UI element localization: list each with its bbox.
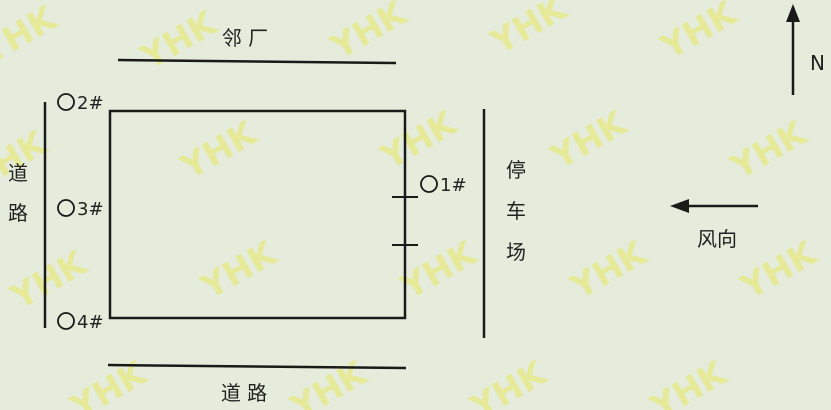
watermark-text: YHK — [134, 3, 225, 79]
left-road-label-1: 道 — [8, 161, 28, 185]
watermark-text: YHK — [284, 353, 375, 410]
north-arrow-head-icon — [786, 4, 800, 22]
neighbor-factory-label: 邻 厂 — [222, 26, 268, 50]
monitoring-point-marker — [57, 93, 75, 111]
watermark-text: YHK — [0, 0, 65, 73]
monitoring-point-label: 1# — [440, 175, 467, 196]
monitoring-point-3: 3# — [57, 199, 104, 220]
parking-label-1: 停 — [506, 158, 526, 182]
watermark-text: YHK — [644, 353, 735, 410]
wind-direction-indicator: 风向 — [670, 199, 758, 251]
watermark-text: YHK — [374, 103, 465, 179]
watermark-text: YHK — [174, 113, 265, 189]
watermark-text: YHK — [394, 233, 485, 309]
watermark-text: YHK — [194, 233, 285, 309]
wind-direction-label: 风向 — [697, 227, 737, 251]
monitoring-point-marker — [57, 199, 75, 217]
watermark-text: YHK — [724, 113, 815, 189]
bottom-road-label: 道 路 — [221, 381, 267, 405]
neighbor-factory-boundary — [117, 58, 397, 65]
watermark-text: YHK — [464, 353, 555, 410]
monitoring-point-label: 4# — [77, 312, 104, 333]
watermark-text: YHK — [654, 0, 745, 68]
bottom-road-line — [107, 363, 407, 370]
wind-arrow-head-icon — [670, 199, 689, 213]
north-label: N — [810, 51, 825, 75]
watermark-text: YHK — [564, 233, 655, 309]
site-boundary — [108, 109, 407, 320]
monitoring-point-2: 2# — [57, 93, 104, 114]
watermark-text: YHK — [4, 243, 95, 319]
left-road-label-2: 路 — [8, 201, 28, 225]
monitoring-point-label: 2# — [77, 93, 104, 114]
monitoring-point-marker — [57, 312, 75, 330]
monitoring-point-marker — [420, 175, 438, 193]
monitoring-point-4: 4# — [57, 312, 104, 333]
watermark-text: YHK — [734, 233, 825, 309]
north-arrow: N — [786, 4, 825, 95]
parking-label-2: 车 — [506, 199, 526, 223]
watermark-text: YHK — [544, 103, 635, 179]
monitoring-point-1: 1# — [420, 175, 467, 196]
watermark-text: YHK — [64, 353, 155, 410]
watermark-text: YHK — [484, 0, 575, 63]
parking-label-3: 场 — [506, 240, 526, 264]
watermark-text: YHK — [324, 0, 415, 68]
monitoring-point-label: 3# — [77, 199, 104, 220]
